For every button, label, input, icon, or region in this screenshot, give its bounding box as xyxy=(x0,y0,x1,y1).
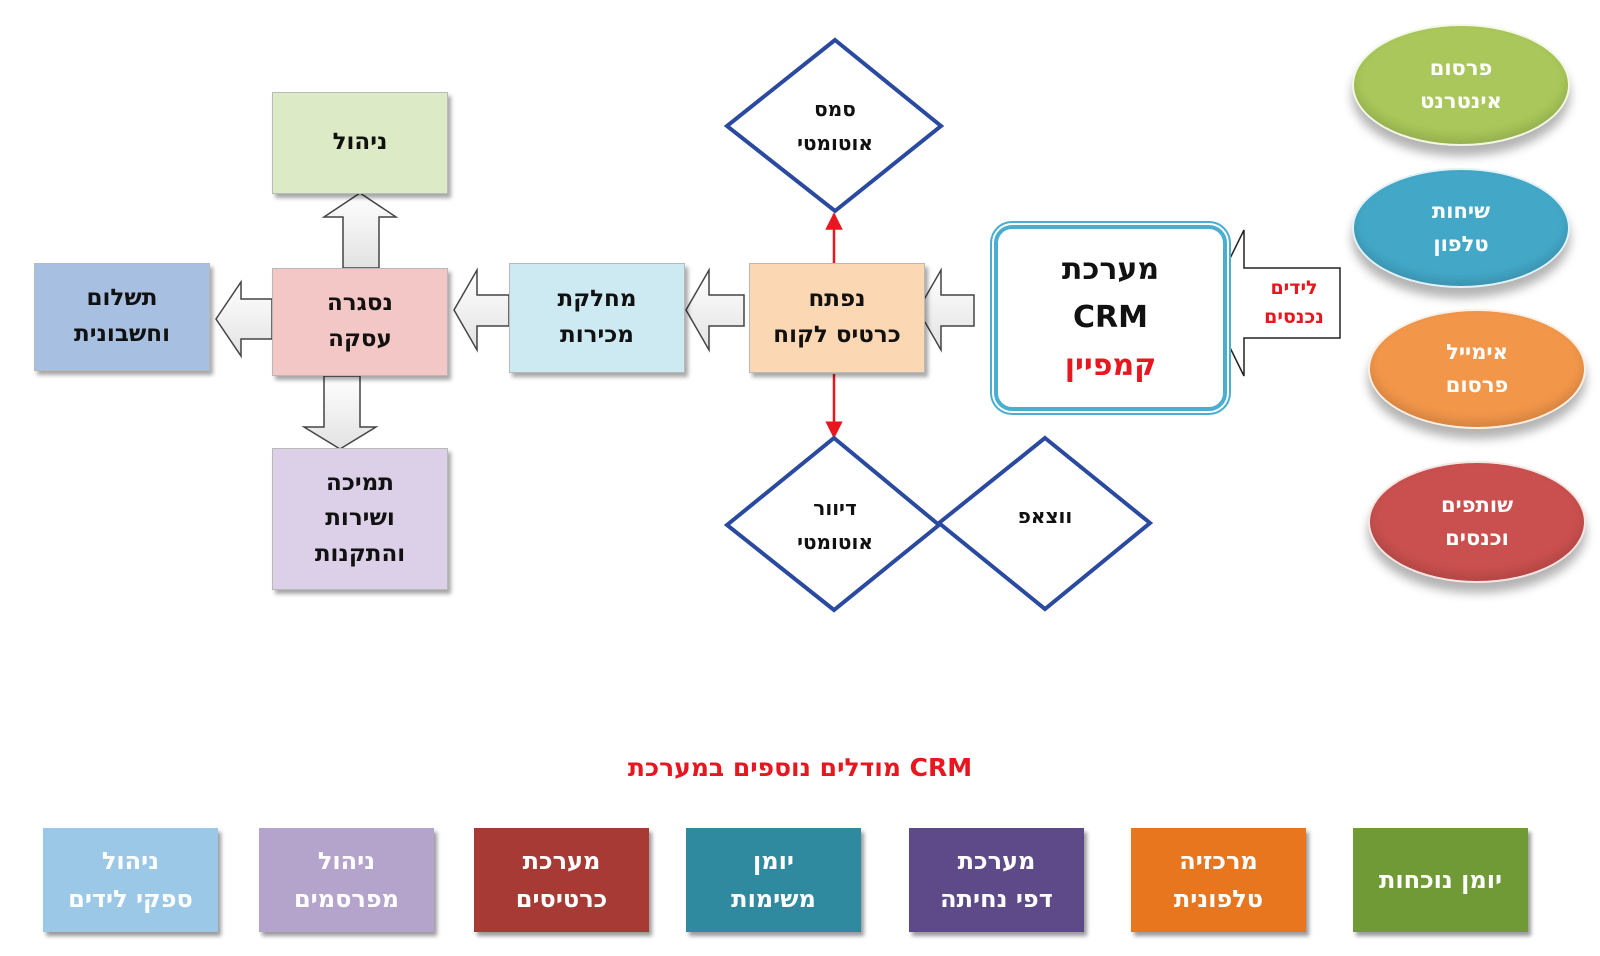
module-label: יומן xyxy=(753,846,794,875)
incoming-leads-label: לידים נכנסים xyxy=(1252,270,1336,336)
module-label: מרכזיה xyxy=(1179,846,1258,875)
auto-mail-label: דיוור אוטומטי xyxy=(765,485,905,565)
crm-title: מערכת xyxy=(1061,252,1160,287)
module-phone-exchange: מרכזיה טלפונית xyxy=(1131,828,1306,932)
auto-sms-line2: אוטומטי xyxy=(797,131,873,155)
module-label: מפרסמים xyxy=(293,885,400,913)
support-line1: תמיכה xyxy=(326,469,394,496)
modules-title-text: מודלים נוספים במערכת CRM xyxy=(627,752,973,782)
lead-source-label: פרסום xyxy=(1429,56,1493,81)
lead-source-label: אימייל xyxy=(1446,340,1508,365)
modules-title: מודלים נוספים במערכת CRM xyxy=(500,748,1100,788)
deal-closed-line1: נסגרה xyxy=(327,290,393,317)
management-box: ניהול xyxy=(272,92,448,194)
support-line2: ושירות xyxy=(325,505,395,532)
arrow-deal-to-support xyxy=(301,375,379,450)
lead-source-phone-calls: שיחות טלפון xyxy=(1352,168,1570,288)
payment-line1: תשלום xyxy=(86,285,158,312)
payment-box: תשלום וחשבונית xyxy=(34,263,210,371)
lead-source-internet-ads: פרסום אינטרנט xyxy=(1352,24,1570,146)
auto-sms-line1: סמס xyxy=(814,97,856,121)
module-lead-suppliers: ניהול ספקי לידים xyxy=(43,828,218,932)
incoming-leads-line2: נכנסים xyxy=(1264,306,1324,328)
module-label: ספקי לידים xyxy=(68,885,193,913)
lead-source-partners-conferences: שותפים וכנסים xyxy=(1368,461,1586,583)
payment-line2: וחשבונית xyxy=(74,321,170,347)
lead-source-label: אינטרנט xyxy=(1420,89,1502,113)
lead-source-email-ads: אימייל פרסום xyxy=(1368,309,1586,429)
crm-campaign: קמפיין xyxy=(1064,348,1157,383)
module-label: ניהול xyxy=(317,846,376,875)
module-landing-pages: מערכת דפי נחיתה xyxy=(909,828,1084,932)
module-label: טלפונית xyxy=(1173,885,1264,913)
whatsapp-diamond xyxy=(935,435,1154,612)
module-label: כרטיסים xyxy=(515,885,608,913)
module-attendance-calendar: יומן נוכחות xyxy=(1353,828,1528,932)
module-label: מערכת xyxy=(522,846,601,875)
arrow-sales-to-deal xyxy=(453,267,510,353)
management-line1: ניהול xyxy=(332,129,388,156)
customer-card-line1: נפתח xyxy=(808,286,866,313)
auto-mail-line2: אוטומטי xyxy=(797,530,873,554)
module-label: משימות xyxy=(731,885,816,913)
deal-closed-line2: עסקה xyxy=(328,326,392,352)
module-label: יומן נוכחות xyxy=(1378,865,1503,894)
module-tickets: מערכת כרטיסים xyxy=(474,828,649,932)
arrow-deal-to-payment xyxy=(215,279,273,359)
module-advertisers: ניהול מפרסמים xyxy=(259,828,434,932)
auto-sms-diamond xyxy=(723,37,945,214)
sales-dept-line2: מכירות xyxy=(560,322,634,348)
support-box: תמיכה ושירות והתקנות xyxy=(272,448,448,590)
module-label: ניהול xyxy=(101,846,160,875)
auto-mail-diamond xyxy=(723,435,943,613)
support-line3: והתקנות xyxy=(314,540,406,567)
lead-source-label: פרסום xyxy=(1445,373,1509,397)
arrow-card-to-sales xyxy=(685,267,745,353)
module-task-calendar: יומן משימות xyxy=(686,828,861,932)
arrow-crm-to-card xyxy=(917,267,975,353)
crm-name: CRM xyxy=(1073,300,1148,335)
sales-dept-box: מחלקת מכירות xyxy=(509,263,685,373)
lead-source-label: טלפון xyxy=(1433,232,1489,256)
lead-source-label: שותפים xyxy=(1440,493,1514,518)
crm-campaign-box: מערכת CRM קמפיין xyxy=(994,225,1227,411)
customer-card-box: נפתח כרטיס לקוח xyxy=(749,263,925,373)
whatsapp-line1: ווצאפ xyxy=(1017,504,1073,528)
lead-source-label: וכנסים xyxy=(1445,526,1509,550)
incoming-leads-line1: לידים xyxy=(1270,276,1318,299)
arrow-deal-to-management xyxy=(321,192,399,269)
module-label: מערכת xyxy=(957,846,1036,875)
customer-card-line2: כרטיס לקוח xyxy=(773,322,901,348)
sales-dept-line1: מחלקת xyxy=(557,286,637,313)
deal-closed-box: נסגרה עסקה xyxy=(272,268,448,376)
lead-source-label: שיחות xyxy=(1431,199,1491,224)
auto-mail-line1: דיוור xyxy=(813,496,857,520)
module-label: דפי נחיתה xyxy=(940,885,1053,913)
auto-sms-label: סמס אוטומטי xyxy=(765,86,905,166)
whatsapp-label: ווצאפ xyxy=(975,496,1115,536)
